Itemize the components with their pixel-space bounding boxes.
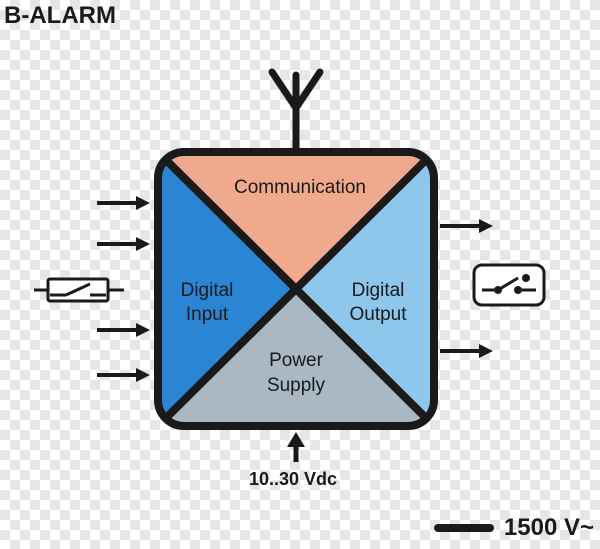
power-supply-zone: [158, 289, 434, 426]
power-supply-label-line1: Power: [269, 350, 324, 371]
digital-input-label-line2: Input: [186, 304, 229, 325]
output-arrow-icon: [440, 344, 493, 358]
input-arrow-icon: [97, 196, 150, 210]
input-arrow-icon: [97, 323, 150, 337]
quadrant-group: [158, 152, 434, 426]
isolation-bar: [433, 524, 494, 532]
output-relay-icon: [472, 263, 546, 307]
digital-input-zone: [158, 152, 296, 426]
input-arrow-icon: [97, 368, 150, 382]
isolation-voltage-label: 1500 V~: [503, 514, 594, 541]
isolation-legend: 1500 V~: [433, 514, 594, 542]
antenna-icon: [268, 68, 324, 154]
communication-zone: [158, 152, 434, 289]
digital-output-label-line2: Output: [349, 304, 407, 325]
diagram-title: B-ALARM: [4, 2, 116, 29]
input-arrow-icon: [97, 237, 150, 251]
supply-voltage-label: 10..30 Vdc: [249, 469, 337, 489]
power-supply-label-line2: Supply: [267, 375, 326, 396]
input-switch-icon: [34, 277, 124, 303]
digital-output-zone: [296, 152, 434, 426]
divider-line: [158, 152, 434, 426]
device-box: [154, 148, 438, 430]
digital-input-label-line1: Digital: [181, 280, 234, 301]
communication-label: Communication: [234, 177, 366, 198]
power-arrow-icon: [287, 432, 305, 462]
output-arrow-icon: [440, 219, 493, 233]
digital-output-label-line1: Digital: [352, 280, 405, 301]
